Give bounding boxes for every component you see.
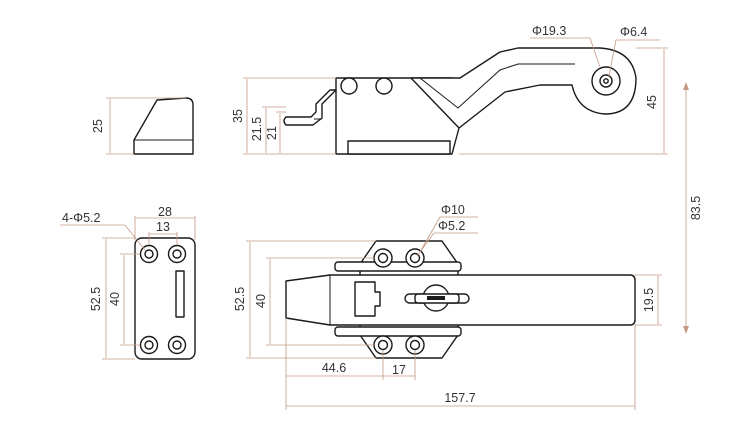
striker-top-view: 4-Φ5.2 28 13 52.5 40: [60, 205, 196, 360]
striker-hole-br: [167, 335, 187, 355]
striker-side-view: 25: [91, 97, 194, 155]
striker-width-28-label: 28: [158, 205, 172, 219]
latch-height-45-label: 45: [645, 95, 659, 109]
body-height-35-label: 35: [231, 109, 245, 123]
striker-height-25-label: 25: [91, 119, 105, 133]
base-length-525-label: 52.5: [233, 287, 247, 311]
overall-height-dimension: 83.5: [683, 82, 703, 334]
striker-hole-tr: [167, 244, 187, 264]
base-hole-phi52-label: Φ5.2: [438, 219, 465, 233]
overall-height-835-label: 83.5: [689, 196, 703, 220]
latch-side-view: Φ19.3 Φ6.4 45 35 21.5 21: [231, 24, 668, 155]
base-hole-tr: [405, 248, 425, 268]
striker-hole-pitch-13-label: 13: [156, 220, 170, 234]
hook-height-21-label: 21: [265, 126, 279, 140]
latch-top-view: Φ10 Φ5.2 52.5 40 19.5 44.6 17 157.7: [233, 203, 662, 410]
striker-hole-spacing-40-label: 40: [108, 292, 122, 306]
hole-pitch-17-label: 17: [392, 363, 406, 377]
handle-width-195-label: 19.5: [642, 288, 656, 312]
handle-eye-phi193-label: Φ19.3: [532, 24, 566, 38]
striker-hole-bl: [139, 335, 159, 355]
handle-hole-phi64-label: Φ6.4: [620, 25, 647, 39]
base-hole-spacing-40-label: 40: [254, 294, 268, 308]
overall-length-1577-label: 157.7: [444, 391, 475, 405]
hook-height-215-label: 21.5: [250, 117, 264, 141]
striker-length-525-label: 52.5: [89, 287, 103, 311]
base-hole-br: [405, 335, 425, 355]
base-hole-phi10-label: Φ10: [441, 203, 465, 217]
base-hole-tl: [373, 248, 393, 268]
striker-holes-4phi52-label: 4-Φ5.2: [62, 211, 101, 225]
striker-hole-tl: [139, 244, 159, 264]
offset-446-label: 44.6: [322, 361, 346, 375]
